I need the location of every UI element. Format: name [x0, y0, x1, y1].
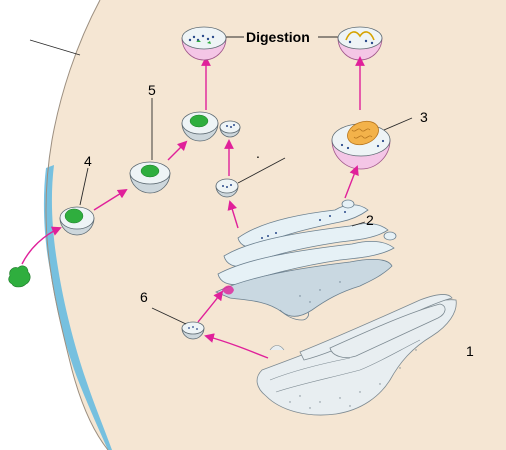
er-vesicle — [222, 285, 234, 295]
fusion-vesicle — [181, 111, 241, 142]
food-particle-outside — [8, 265, 31, 288]
phagocytic-vesicle-4 — [59, 206, 95, 236]
digestion-vesicle-left — [181, 26, 227, 61]
arrow-6-to-golgi — [197, 290, 224, 323]
transport-vesicle-6 — [181, 321, 205, 340]
label-3: 3 — [420, 109, 428, 125]
label-4: 4 — [84, 153, 92, 169]
cell-outline — [45, 0, 109, 450]
leader-3 — [383, 117, 413, 131]
rough-er — [256, 294, 457, 416]
arrow-4-to-5 — [93, 188, 128, 211]
digestion-label: Digestion — [246, 29, 310, 45]
membrane-leader-line — [29, 39, 81, 56]
label-1: 1 — [466, 343, 474, 359]
autophagic-vesicle-3 — [331, 120, 391, 170]
phagosome-5 — [129, 161, 171, 194]
arrow-golgi-to-3 — [344, 165, 359, 199]
leader-6 — [151, 307, 187, 325]
primary-lysosome — [215, 178, 239, 198]
arrow-golgi-to-lysosome — [227, 200, 239, 229]
arrow-uptake — [21, 226, 62, 265]
label-5: 5 — [148, 82, 156, 98]
label-6: 6 — [140, 289, 148, 305]
leader-2 — [351, 221, 366, 227]
golgi-apparatus — [215, 199, 397, 321]
label-2: 2 — [366, 212, 374, 228]
arrow-5-to-fusion — [167, 140, 188, 161]
arrow-er-to-6 — [204, 333, 269, 359]
label-dot: . — [256, 145, 260, 161]
leader-4 — [79, 167, 89, 206]
leader-lysosome — [237, 157, 286, 184]
